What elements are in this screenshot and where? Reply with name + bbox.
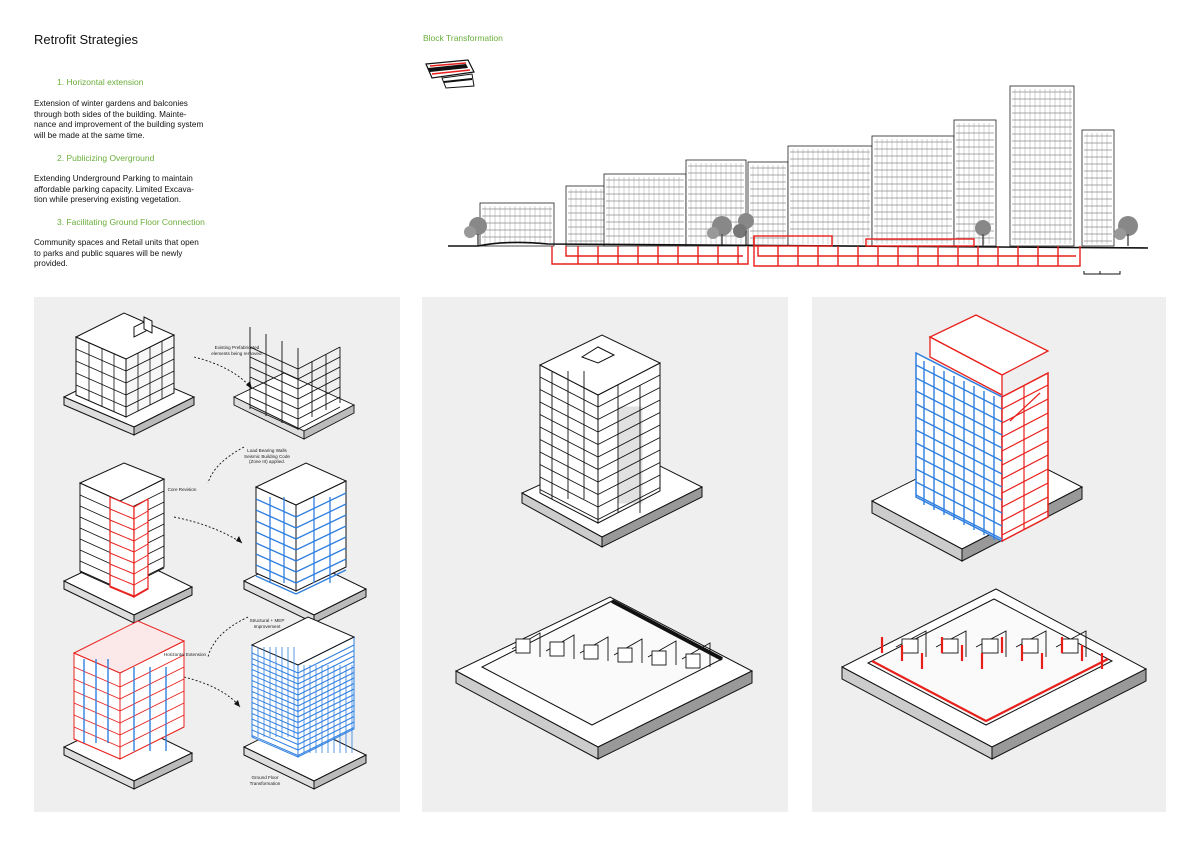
text-line: tion while preserving existing vegetatio… — [34, 195, 182, 205]
building-elevation — [603, 173, 687, 247]
process-arrow — [193, 356, 253, 390]
annotation-line: Load Bearing Walls — [247, 448, 287, 453]
core-revision-axonometric — [62, 462, 194, 624]
annotation-line: Improvement — [253, 623, 281, 629]
arrow-head-icon — [236, 536, 242, 543]
strategy-2-text: Extending Underground Parking to maintai… — [34, 174, 219, 206]
text-line: Community spaces and Retail units that o… — [34, 238, 199, 247]
building-elevation — [1081, 129, 1115, 247]
annotation-line: Seismic Building Code — [244, 453, 290, 459]
strategy-2-heading: 2. Publicizing Overground — [57, 153, 155, 163]
retrofit-axonometrics — [840, 314, 1148, 760]
annotation-prefab: Existing Prefabricated elements being re… — [202, 345, 272, 356]
annotation-load-bearing: Load Bearing Walls Seismic Building Code… — [232, 448, 302, 465]
building-elevations — [479, 85, 1115, 247]
tree-icon — [975, 220, 991, 246]
text-line: to parks and public squares will be newl… — [34, 248, 183, 258]
annotation-horizontal: Horizontal Extension — [163, 652, 207, 657]
annotation-line: Ground Floor — [251, 775, 279, 780]
strategy-1-text: Extension of winter gardens and balconie… — [34, 99, 219, 141]
page-title: Retrofit Strategies — [34, 32, 139, 47]
existing-floor-plan-axonometric — [454, 596, 754, 760]
strategy-1-heading: 1. Horizontal extension — [57, 77, 144, 87]
retrofit-process-diagram — [62, 312, 368, 790]
annotation-line: Structural + MEP — [249, 618, 285, 623]
arrow-head-icon — [234, 700, 240, 707]
annotation-line: Transformation — [249, 780, 281, 786]
building-elevation — [479, 202, 555, 247]
tree-icon — [733, 213, 754, 246]
structure-blue-axonometric — [242, 462, 368, 624]
scale-bar — [1083, 271, 1121, 275]
building-elevation — [787, 145, 873, 247]
tree-icon — [464, 217, 487, 246]
retrofit-tower-axonometric — [870, 314, 1084, 562]
ground-line — [448, 241, 1148, 249]
annotation-core: Core Revision — [167, 487, 197, 492]
strategy-3-text: Community spaces and Retail units that o… — [34, 238, 219, 270]
text-line: Extending Underground Parking to maintai… — [34, 174, 193, 183]
retrofit-floor-plan-axonometric — [840, 588, 1148, 760]
annotation-line: elements being removed. — [211, 350, 263, 356]
process-arrow — [207, 616, 249, 658]
process-arrow — [173, 516, 243, 544]
block-section-drawing — [448, 85, 1148, 275]
text-line: through both sides of the building. Main… — [34, 109, 187, 119]
text-line: affordable parking capacity. Limited Exc… — [34, 184, 194, 194]
building-elevation — [1009, 85, 1075, 247]
annotation-ground: Ground Floor Transformation — [230, 775, 300, 786]
existing-axonometrics-panel — [422, 297, 788, 812]
text-line: nance and improvement of the building sy… — [34, 120, 204, 130]
skeleton-axonometric — [232, 327, 356, 440]
strategy-3-heading: 3. Facilitating Ground Floor Connection — [57, 217, 205, 227]
tree-icon — [707, 216, 732, 246]
process-arrow — [183, 676, 241, 708]
process-arrow — [207, 446, 245, 484]
horizontal-extension-axonometric — [62, 620, 194, 790]
existing-axonometrics — [454, 334, 754, 760]
annotation-line: (Zone III) applied. — [248, 459, 285, 464]
retrofit-process-panel: Existing Prefabricated elements being re… — [34, 297, 400, 812]
final-building-axonometric — [242, 616, 368, 790]
existing-building-axonometric — [62, 312, 196, 436]
trees — [464, 213, 1138, 246]
existing-tower-axonometric — [520, 334, 704, 548]
tree-icon — [1114, 216, 1138, 246]
text-line: will be made at the same time. — [34, 130, 145, 140]
retrofit-axonometrics-panel — [812, 297, 1166, 812]
text-line: Extension of winter gardens and balconie… — [34, 99, 188, 108]
block-transformation-label: Block Transformation — [423, 33, 503, 43]
site-plan-thumbnail — [425, 59, 475, 89]
annotation-line: Existing Prefabricated — [214, 345, 260, 350]
text-line: provided. — [34, 259, 68, 269]
arrow-head-icon — [246, 381, 252, 389]
annotation-structural: Structural + MEP Improvement — [232, 618, 302, 629]
underground-parking — [551, 235, 1081, 267]
